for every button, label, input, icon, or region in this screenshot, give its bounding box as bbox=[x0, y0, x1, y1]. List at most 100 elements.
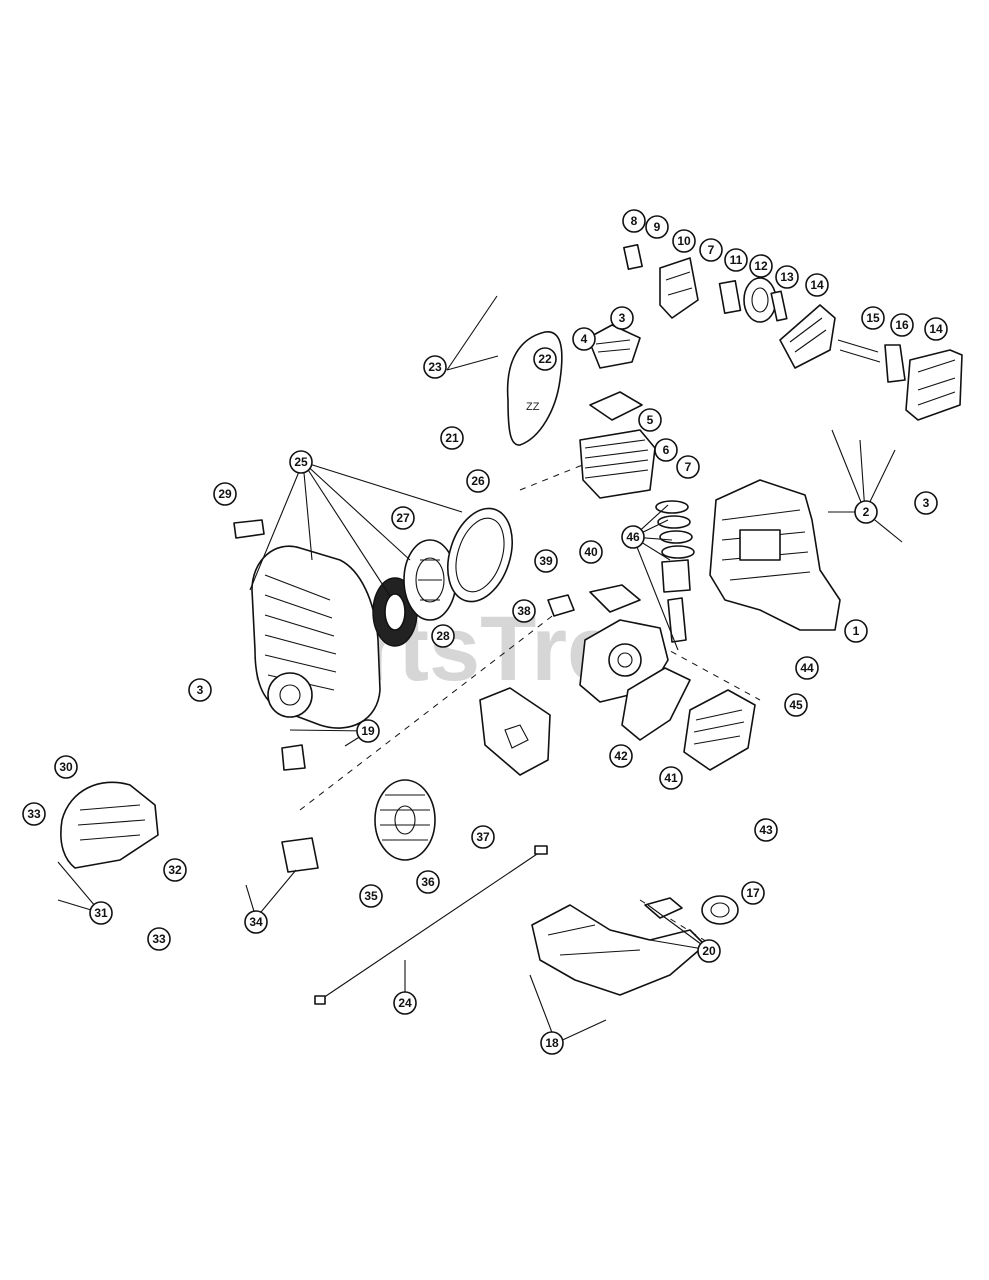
callout-43: 43 bbox=[754, 818, 778, 842]
callout-23: 23 bbox=[423, 355, 447, 379]
callout-10: 10 bbox=[672, 229, 696, 253]
callout-18: 18 bbox=[540, 1031, 564, 1055]
svg-text:13: 13 bbox=[780, 270, 794, 284]
svg-text:19: 19 bbox=[361, 724, 375, 738]
callout-12: 12 bbox=[749, 254, 773, 278]
svg-text:4: 4 bbox=[581, 332, 588, 346]
callout-36: 36 bbox=[416, 870, 440, 894]
muffler-shield: ZZ bbox=[506, 331, 563, 446]
svg-text:14: 14 bbox=[810, 278, 824, 292]
callout-27: 27 bbox=[391, 506, 415, 530]
svg-text:1: 1 bbox=[853, 624, 860, 638]
svg-text:37: 37 bbox=[476, 830, 490, 844]
svg-text:21: 21 bbox=[445, 431, 459, 445]
callout-33b: 33 bbox=[147, 927, 171, 951]
starter-pulley bbox=[403, 539, 457, 621]
callout-35: 35 bbox=[359, 884, 383, 908]
svg-text:34: 34 bbox=[249, 915, 263, 929]
svg-text:27: 27 bbox=[396, 511, 410, 525]
svg-text:30: 30 bbox=[59, 760, 73, 774]
engine-housing bbox=[251, 545, 381, 729]
callout-34: 34 bbox=[244, 910, 268, 934]
callout-26: 26 bbox=[466, 469, 490, 493]
svg-text:14: 14 bbox=[929, 322, 943, 336]
fan-cover-plate bbox=[479, 687, 551, 776]
svg-text:24: 24 bbox=[398, 996, 412, 1010]
air-filter-housing bbox=[779, 304, 963, 421]
callout-14b: 14 bbox=[924, 317, 948, 341]
callout-8: 8 bbox=[622, 209, 646, 233]
svg-text:33: 33 bbox=[152, 932, 166, 946]
callout-19: 19 bbox=[356, 719, 380, 743]
callout-5: 5 bbox=[638, 408, 662, 432]
callout-45: 45 bbox=[784, 693, 808, 717]
svg-text:16: 16 bbox=[895, 318, 909, 332]
cylinder-head-assembly bbox=[579, 324, 656, 499]
callout-11: 11 bbox=[724, 248, 748, 272]
callout-29: 29 bbox=[213, 482, 237, 506]
svg-text:2: 2 bbox=[863, 505, 870, 519]
starter-handle bbox=[233, 519, 265, 539]
svg-text:36: 36 bbox=[421, 875, 435, 889]
callout-30: 30 bbox=[54, 755, 78, 779]
svg-text:9: 9 bbox=[654, 220, 661, 234]
crankcase-cover bbox=[621, 667, 756, 771]
callout-17: 17 bbox=[741, 881, 765, 905]
fuel-cap-and-line bbox=[644, 895, 739, 925]
svg-text:44: 44 bbox=[800, 661, 814, 675]
svg-text:7: 7 bbox=[708, 243, 715, 257]
ignition-module bbox=[281, 744, 319, 873]
callout-46: 46 bbox=[621, 525, 645, 549]
flywheel bbox=[374, 779, 436, 861]
callout-21: 21 bbox=[440, 426, 464, 450]
callout-44: 44 bbox=[795, 656, 819, 680]
svg-text:38: 38 bbox=[517, 604, 531, 618]
callout-16: 16 bbox=[890, 313, 914, 337]
svg-text:ZZ: ZZ bbox=[526, 401, 540, 413]
svg-text:10: 10 bbox=[677, 234, 691, 248]
svg-text:20: 20 bbox=[702, 944, 716, 958]
callout-9: 9 bbox=[645, 215, 669, 239]
callout-42: 42 bbox=[609, 744, 633, 768]
svg-text:17: 17 bbox=[746, 886, 760, 900]
callout-22: 22 bbox=[533, 347, 557, 371]
svg-text:32: 32 bbox=[168, 863, 182, 877]
svg-text:39: 39 bbox=[539, 554, 553, 568]
callout-40: 40 bbox=[579, 540, 603, 564]
svg-text:12: 12 bbox=[754, 259, 768, 273]
svg-text:46: 46 bbox=[626, 530, 640, 544]
svg-text:35: 35 bbox=[364, 889, 378, 903]
callout-2: 2 bbox=[854, 500, 878, 524]
svg-text:45: 45 bbox=[789, 698, 803, 712]
svg-text:3: 3 bbox=[197, 683, 204, 697]
callout-33a: 33 bbox=[22, 802, 46, 826]
svg-text:22: 22 bbox=[538, 352, 552, 366]
callout-39: 39 bbox=[534, 549, 558, 573]
callout-41: 41 bbox=[659, 766, 683, 790]
callout-31: 31 bbox=[89, 901, 113, 925]
callout-7b: 7 bbox=[676, 455, 700, 479]
callout-38: 38 bbox=[512, 599, 536, 623]
carburetor-assembly bbox=[623, 243, 788, 323]
svg-text:41: 41 bbox=[664, 771, 678, 785]
crankshaft-piston-rings bbox=[655, 500, 695, 643]
svg-text:18: 18 bbox=[545, 1036, 559, 1050]
callout-7a: 7 bbox=[699, 238, 723, 262]
engine-block bbox=[709, 479, 841, 631]
svg-text:28: 28 bbox=[436, 629, 450, 643]
svg-text:8: 8 bbox=[631, 214, 638, 228]
callout-25: 25 bbox=[289, 450, 313, 474]
svg-text:15: 15 bbox=[866, 311, 880, 325]
callout-list: 8 9 10 7 11 12 13 14 3 4 15 16 14 22 23 … bbox=[22, 209, 948, 1055]
svg-text:7: 7 bbox=[685, 460, 692, 474]
callout-15: 15 bbox=[861, 306, 885, 330]
callout-1: 1 bbox=[844, 619, 868, 643]
callout-3c: 3 bbox=[188, 678, 212, 702]
svg-text:31: 31 bbox=[94, 906, 108, 920]
leader-lines bbox=[57, 295, 903, 1044]
svg-text:42: 42 bbox=[614, 749, 628, 763]
svg-text:23: 23 bbox=[428, 360, 442, 374]
callout-3b: 3 bbox=[914, 491, 938, 515]
svg-text:26: 26 bbox=[471, 474, 485, 488]
svg-text:11: 11 bbox=[730, 253, 743, 267]
